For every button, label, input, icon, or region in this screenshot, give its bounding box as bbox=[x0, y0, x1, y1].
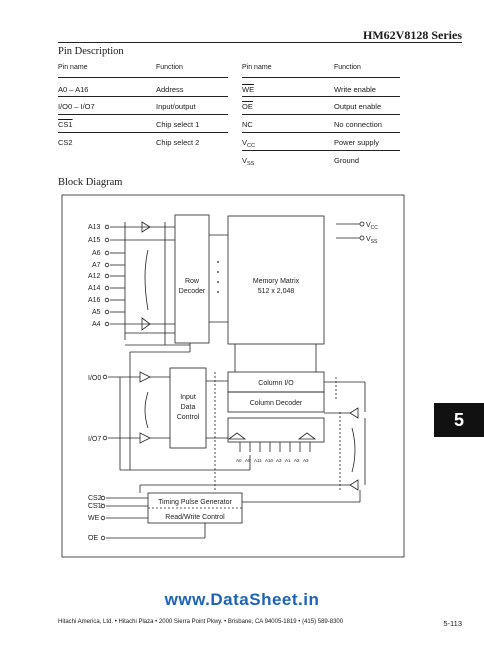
col-header-function-left: Function bbox=[156, 64, 183, 71]
output-buffer-top bbox=[349, 407, 359, 419]
row-decoder-box bbox=[174, 214, 210, 344]
column-address-label: A3 bbox=[303, 458, 309, 463]
io-input-buffer-top bbox=[139, 371, 151, 383]
address-pin-label: A5 bbox=[92, 309, 101, 316]
function-cell: Ground bbox=[334, 156, 360, 165]
vcc-label: VCC bbox=[366, 222, 378, 231]
column-address-label: A11 bbox=[254, 458, 262, 463]
pin-cell: I/O0 – I/O7 bbox=[58, 102, 95, 111]
table-rule bbox=[58, 96, 228, 97]
function-cell: Write enable bbox=[334, 85, 376, 94]
column-address-label: A1 bbox=[285, 458, 291, 463]
input-data-control-label: Input bbox=[180, 394, 196, 401]
column-address-label: A3 bbox=[276, 458, 282, 463]
address-buffer-top bbox=[141, 221, 151, 233]
io-pin-label: I/O7 bbox=[88, 436, 101, 443]
pin-description-heading: Pin Description bbox=[58, 46, 124, 57]
memory-matrix-label: 512 x 2,048 bbox=[258, 288, 295, 295]
function-cell: Chip select 2 bbox=[156, 138, 200, 147]
table-rule bbox=[58, 114, 228, 115]
address-pin-label: A4 bbox=[92, 321, 101, 328]
address-pin-label: A6 bbox=[92, 250, 101, 257]
watermark-text: www.DataSheet.in bbox=[164, 590, 320, 609]
table-rule bbox=[242, 96, 400, 97]
page-number: 5-113 bbox=[443, 619, 462, 628]
output-buffer-bottom bbox=[349, 479, 359, 491]
pin-cell: OE bbox=[242, 102, 253, 111]
pin-cell: WE bbox=[242, 85, 255, 94]
block-diagram-heading: Block Diagram bbox=[58, 177, 123, 188]
series-title: HM62V8128 Series bbox=[363, 28, 462, 42]
vss-label: VSS bbox=[366, 236, 378, 245]
column-decoder-label: Column Decoder bbox=[250, 400, 303, 407]
col-header-pin-name-left: Pin name bbox=[58, 64, 88, 71]
function-cell: Input/output bbox=[156, 102, 196, 111]
table-rule bbox=[58, 132, 228, 133]
address-pin-label: A7 bbox=[92, 262, 101, 269]
column-address-label: A9 bbox=[245, 458, 251, 463]
io-input-buffer-bottom bbox=[139, 432, 151, 444]
function-cell: Power supply bbox=[334, 138, 380, 147]
column-decoder-box bbox=[227, 391, 325, 413]
row-decoder-label: Decoder bbox=[179, 288, 206, 295]
table-rule bbox=[242, 150, 400, 151]
pin-cell: VSS bbox=[242, 156, 255, 167]
input-data-control-label: Control bbox=[177, 414, 200, 421]
memory-matrix-label: Memory Matrix bbox=[253, 278, 300, 285]
address-pin-label: A13 bbox=[88, 224, 101, 231]
column-address-label: A0 bbox=[236, 458, 242, 463]
control-pin-label: CS2 bbox=[88, 495, 102, 502]
pin-cell: VCC bbox=[242, 138, 255, 149]
control-pin-label: OE bbox=[88, 535, 98, 542]
address-pin-label: A15 bbox=[88, 237, 101, 244]
control-pin-label: CS1 bbox=[88, 503, 102, 510]
function-cell: Output enable bbox=[334, 102, 382, 111]
diagram-frame bbox=[61, 194, 405, 558]
address-lines bbox=[110, 222, 190, 346]
pin-cell: CS1 bbox=[58, 120, 73, 129]
control-pin-label: WE bbox=[88, 515, 100, 522]
memory-matrix-box bbox=[227, 215, 325, 345]
pin-cell: A0 – A16 bbox=[58, 85, 89, 94]
buffer-ellipsis bbox=[144, 249, 149, 311]
table-rule bbox=[242, 77, 400, 78]
header-rule bbox=[58, 42, 462, 43]
address-pin-label: A12 bbox=[88, 273, 101, 280]
io-pin-label: I/O0 bbox=[88, 375, 101, 382]
function-cell: Address bbox=[156, 85, 184, 94]
column-address-label: A2 bbox=[294, 458, 300, 463]
footer-address: Hitachi America, Ltd. • Hitachi Plaza • … bbox=[58, 619, 344, 625]
col-header-function-right: Function bbox=[334, 64, 361, 71]
function-cell: No connection bbox=[334, 120, 382, 129]
pin-cell: CS2 bbox=[58, 138, 73, 147]
column-address-label: A10 bbox=[265, 458, 274, 463]
timing-pulse-generator-label: Timing Pulse Generator bbox=[158, 499, 232, 506]
table-rule bbox=[242, 114, 400, 115]
address-pin-label: A16 bbox=[88, 297, 101, 304]
section-tab: 5 bbox=[434, 403, 484, 437]
input-data-control-label: Data bbox=[181, 404, 196, 411]
col-header-pin-name-right: Pin name bbox=[242, 64, 272, 71]
column-io-label: Column I/O bbox=[258, 380, 294, 387]
function-cell: Chip select 1 bbox=[156, 120, 200, 129]
input-data-control-box bbox=[169, 367, 207, 449]
address-pin-label: A14 bbox=[88, 285, 101, 292]
table-rule bbox=[58, 77, 228, 78]
address-buffer-bottom bbox=[141, 317, 151, 331]
read-write-control-label: Read/Write Control bbox=[165, 514, 225, 521]
row-decoder-label: Row bbox=[185, 278, 200, 285]
pin-cell: NC bbox=[242, 120, 253, 129]
table-rule bbox=[242, 132, 400, 133]
